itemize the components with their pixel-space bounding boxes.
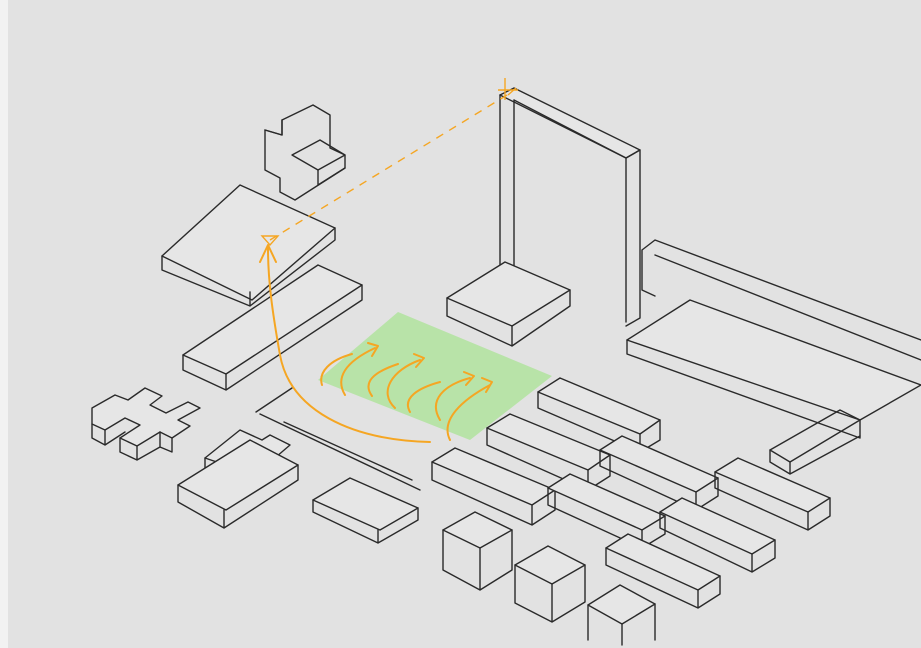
left-edge-strip (0, 0, 8, 648)
